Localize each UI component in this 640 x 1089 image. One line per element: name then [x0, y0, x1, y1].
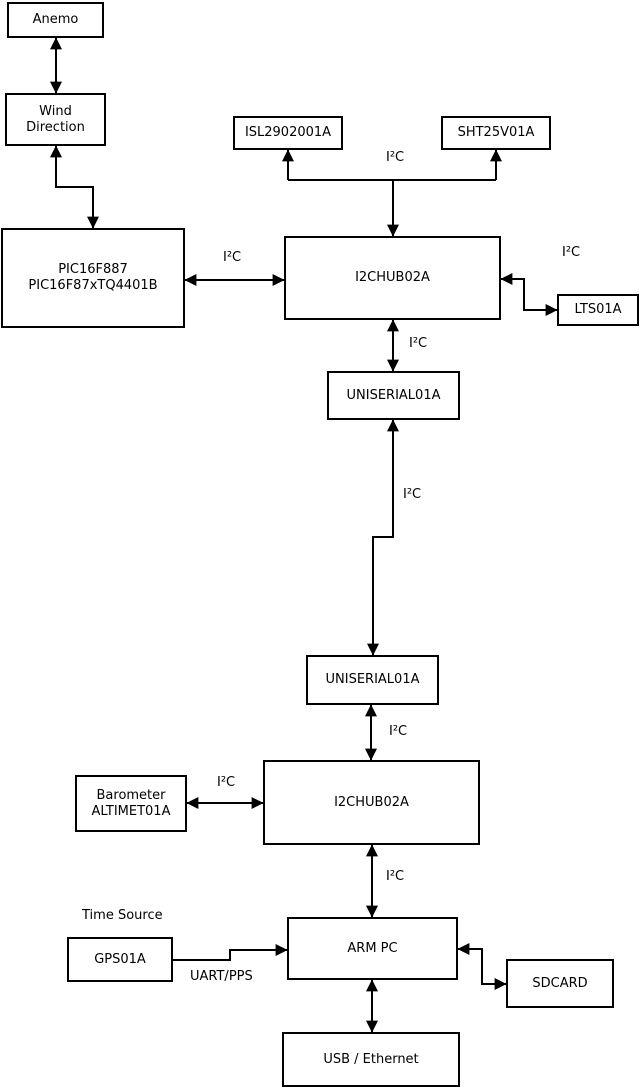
- node-sht25v01a: SHT25V01A: [441, 116, 551, 150]
- edge-label-uart-pps: UART/PPS: [190, 969, 253, 984]
- node-sdcard: SDCARD: [506, 959, 614, 1008]
- node-wind-direction: Wind Direction: [5, 93, 106, 146]
- connector-gps-armpc: [173, 944, 288, 961]
- node-uniserial01a-lower: UNISERIAL01A: [306, 655, 439, 705]
- edge-label-i2c-sensor-bus: I²C: [386, 150, 405, 165]
- edge-label-i2c-uniserial-hub2: I²C: [389, 724, 408, 739]
- node-i2chub02a-bottom: I2CHUB02A: [263, 760, 480, 845]
- node-gps01a: GPS01A: [67, 937, 173, 982]
- node-i2chub02a-top: I2CHUB02A: [284, 236, 501, 320]
- edge-label-i2c-hub-uniserial: I²C: [409, 336, 428, 351]
- node-lts01a: LTS01A: [557, 294, 639, 326]
- edge-label-i2c-barometer: I²C: [217, 775, 236, 790]
- node-uniserial01a-upper: UNISERIAL01A: [327, 371, 460, 420]
- node-barometer-altimet01a: Barometer ALTIMET01A: [75, 775, 187, 832]
- node-arm-pc: ARM PC: [287, 917, 458, 980]
- connector-winddirection-pic: [50, 145, 99, 229]
- node-usb-ethernet: USB / Ethernet: [282, 1032, 460, 1087]
- edge-label-i2c-pic-hub: I²C: [223, 250, 242, 265]
- edge-label-time-source: Time Source: [82, 908, 163, 923]
- edge-label-i2c-hub2-armpc: I²C: [386, 869, 405, 884]
- node-pic16f887: PIC16F887 PIC16F87xTQ4401B: [1, 228, 185, 328]
- connector-uniserialupper-uniseriallower: [367, 419, 399, 656]
- edge-label-i2c-lts: I²C: [562, 245, 581, 260]
- node-anemo: Anemo: [7, 2, 104, 38]
- edge-label-i2c-uniserial-link: I²C: [403, 487, 422, 502]
- connector-i2chubtop-lts: [500, 273, 558, 316]
- connector-armpc-sdcard: [457, 943, 507, 990]
- node-isl2902001a: ISL2902001A: [233, 116, 343, 150]
